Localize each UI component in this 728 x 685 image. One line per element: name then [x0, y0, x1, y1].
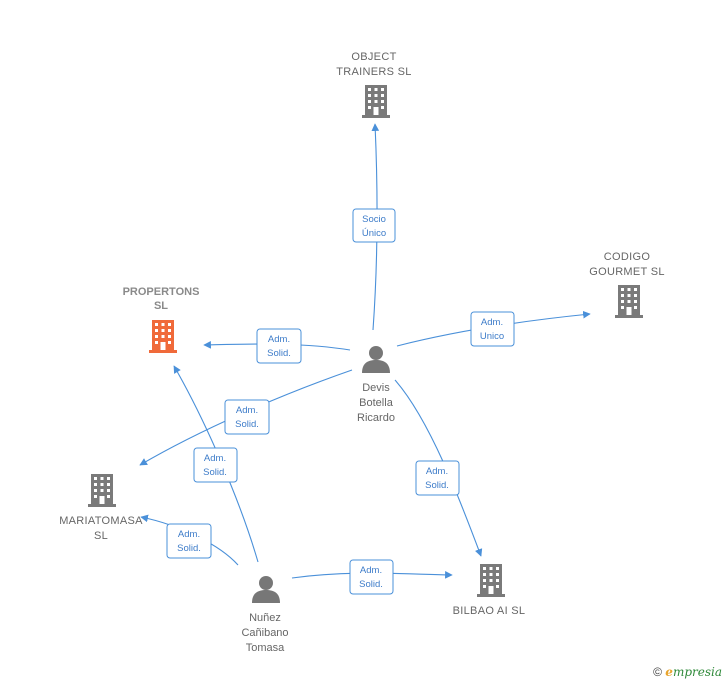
svg-text:Solid.: Solid.: [425, 480, 449, 491]
svg-text:Solid.: Solid.: [359, 579, 383, 590]
svg-text:Tomasa: Tomasa: [246, 642, 285, 654]
edge-label-nunez-mariatomasa[interactable]: Adm. Solid.: [166, 523, 212, 559]
svg-text:CODIGO: CODIGO: [604, 251, 651, 263]
svg-text:Ricardo: Ricardo: [357, 412, 395, 424]
building-icon: [615, 285, 643, 318]
person-icon: [362, 346, 390, 373]
svg-text:Unico: Unico: [480, 331, 504, 342]
svg-text:Adm.: Adm.: [204, 453, 226, 464]
edge-label-nunez-propertons[interactable]: Adm. Solid.: [193, 447, 238, 483]
svg-text:Adm.: Adm.: [481, 317, 503, 328]
edge-labels: Socio Único Adm. Unico Adm. Solid. Adm. …: [166, 208, 515, 595]
svg-text:SL: SL: [94, 530, 108, 542]
edge-label-devis-bilbao[interactable]: Adm. Solid.: [415, 460, 460, 496]
svg-text:Cañibano: Cañibano: [241, 627, 288, 639]
svg-text:PROPERTONS: PROPERTONS: [123, 286, 200, 298]
svg-text:SL: SL: [154, 300, 168, 312]
building-icon: [362, 85, 390, 118]
svg-text:Solid.: Solid.: [235, 419, 259, 430]
svg-text:Devis: Devis: [362, 382, 390, 394]
svg-text:MARIATOMASA: MARIATOMASA: [59, 515, 143, 527]
edges: [139, 123, 591, 579]
svg-text:Adm.: Adm.: [268, 334, 290, 345]
empresia-logo: empresia: [665, 665, 722, 679]
svg-text:Adm.: Adm.: [236, 405, 258, 416]
edge-label-devis-object[interactable]: Socio Único: [352, 208, 396, 243]
svg-text:Solid.: Solid.: [203, 467, 227, 478]
svg-text:TRAINERS SL: TRAINERS SL: [336, 66, 411, 78]
svg-text:Socio: Socio: [362, 214, 386, 225]
svg-text:Solid.: Solid.: [177, 543, 201, 554]
node-mariatomasa[interactable]: MARIATOMASA SL: [59, 474, 143, 542]
edge-label-devis-codigo[interactable]: Adm. Unico: [470, 311, 515, 347]
node-devis-botella-ricardo[interactable]: Devis Botella Ricardo: [357, 346, 395, 424]
node-bilbao-ai[interactable]: BILBAO AI SL: [453, 564, 526, 617]
node-propertons[interactable]: PROPERTONS SL: [123, 286, 200, 353]
svg-text:Nuñez: Nuñez: [249, 612, 281, 624]
svg-text:Único: Único: [362, 228, 386, 239]
svg-text:Adm.: Adm.: [360, 565, 382, 576]
edge-label-nunez-bilbao[interactable]: Adm. Solid.: [349, 559, 394, 595]
edge-label-devis-propertons[interactable]: Adm. Solid.: [256, 328, 302, 364]
edge-label-devis-mariatomasa[interactable]: Adm. Solid.: [224, 399, 270, 435]
node-nunez-canibano-tomasa[interactable]: Nuñez Cañibano Tomasa: [241, 576, 289, 654]
svg-text:Adm.: Adm.: [426, 466, 448, 477]
building-icon: [149, 320, 177, 353]
svg-text:GOURMET SL: GOURMET SL: [589, 266, 665, 278]
svg-text:Adm.: Adm.: [178, 529, 200, 540]
node-codigo-gourmet[interactable]: CODIGO GOURMET SL: [589, 251, 665, 318]
svg-text:Solid.: Solid.: [267, 348, 291, 359]
person-icon: [252, 576, 280, 603]
building-icon: [477, 564, 505, 597]
footer-brand: © empresia: [653, 665, 722, 679]
node-object-trainers[interactable]: OBJECT TRAINERS SL: [336, 51, 411, 118]
copyright-symbol: ©: [653, 665, 662, 679]
svg-text:Botella: Botella: [359, 397, 394, 409]
svg-text:BILBAO AI SL: BILBAO AI SL: [453, 605, 526, 617]
svg-text:OBJECT: OBJECT: [351, 51, 396, 63]
building-icon: [88, 474, 116, 507]
